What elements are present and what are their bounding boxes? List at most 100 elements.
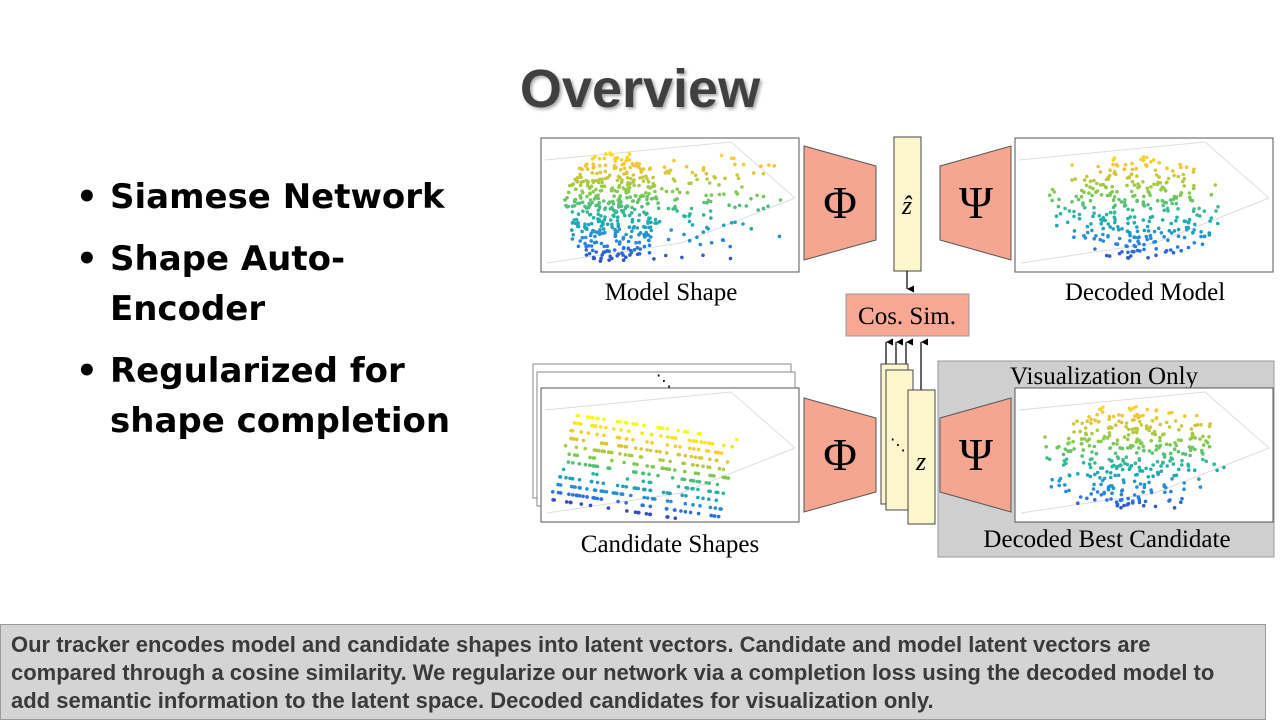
point-cloud-dot: [646, 201, 650, 206]
point-cloud-dot: [1087, 415, 1091, 419]
point-cloud-dot: [1167, 411, 1171, 415]
point-cloud-dot: [1126, 221, 1130, 226]
point-cloud-dot: [1208, 219, 1212, 223]
point-cloud-dot: [1188, 448, 1193, 453]
point-cloud-dot: [1085, 473, 1090, 477]
point-cloud-dot: [644, 191, 648, 195]
point-cloud-dot: [571, 461, 575, 465]
point-cloud-dot: [1088, 457, 1093, 462]
point-cloud-dot: [594, 250, 598, 254]
point-cloud-dot: [1071, 422, 1076, 426]
point-cloud-dot: [683, 501, 688, 506]
point-cloud-dot: [574, 445, 579, 450]
point-cloud-dot: [1199, 234, 1203, 239]
point-cloud-dot: [595, 416, 599, 421]
point-cloud-dot: [1107, 414, 1112, 419]
point-cloud-dot: [1154, 444, 1159, 448]
point-cloud-dot: [1090, 193, 1094, 198]
point-cloud-dot: [601, 199, 606, 203]
point-cloud-dot: [1187, 445, 1192, 449]
point-cloud-dot: [657, 219, 662, 224]
point-cloud-dot: [1159, 231, 1164, 235]
point-cloud-dot: [600, 449, 605, 454]
point-cloud-dot: [1161, 460, 1165, 465]
point-cloud-dot: [1174, 196, 1178, 200]
point-cloud-dot: [1132, 243, 1136, 248]
latent-top: ẑ: [893, 136, 922, 272]
point-cloud-dot: [583, 222, 587, 226]
point-cloud-dot: [1147, 191, 1151, 195]
point-cloud-dot: [1148, 425, 1153, 430]
point-cloud-dot: [1208, 422, 1212, 426]
point-cloud-dot: [634, 240, 638, 245]
point-cloud-dot: [1113, 451, 1118, 456]
point-cloud-dot: [591, 229, 596, 233]
point-cloud-dot: [689, 206, 694, 211]
point-cloud-dot: [576, 244, 581, 249]
point-cloud-dot: [1095, 181, 1099, 186]
point-cloud-dot: [1186, 225, 1191, 230]
point-cloud-dot: [1082, 437, 1087, 441]
point-cloud-dot: [1088, 199, 1093, 203]
decoder-bottom-symbol: Ψ: [959, 429, 993, 480]
point-cloud-dot: [1146, 255, 1150, 260]
point-cloud-dot: [721, 467, 726, 472]
point-cloud-dot: [1115, 438, 1120, 443]
point-cloud-dot: [1135, 437, 1139, 441]
point-cloud-dot: [598, 425, 603, 429]
point-cloud-dot: [632, 486, 636, 490]
point-cloud-dot: [1085, 230, 1090, 235]
point-cloud-dot: [591, 496, 595, 500]
point-cloud-dot: [1142, 482, 1147, 487]
point-cloud-dot: [604, 152, 608, 156]
point-cloud-dot: [1186, 468, 1191, 472]
point-cloud-dot: [598, 170, 603, 175]
point-cloud-dot: [624, 437, 629, 441]
point-cloud-dot: [585, 415, 590, 419]
point-cloud-dot: [1135, 248, 1140, 253]
point-cloud-dot: [680, 477, 684, 482]
point-cloud-dot: [585, 495, 589, 499]
point-cloud-dot: [639, 170, 644, 174]
point-cloud-dot: [1114, 172, 1118, 176]
point-cloud-dot: [1168, 198, 1173, 202]
point-cloud-dot: [721, 443, 726, 448]
point-cloud-dot: [600, 441, 605, 446]
point-cloud-dot: [1111, 205, 1116, 209]
point-cloud-dot: [635, 226, 640, 230]
point-cloud-dot: [621, 484, 625, 489]
point-cloud-dot: [583, 462, 588, 467]
point-cloud-dot: [565, 196, 569, 200]
point-cloud-dot: [591, 416, 595, 420]
point-cloud-dot: [1141, 180, 1145, 184]
point-cloud-dot: [682, 461, 687, 466]
point-cloud-dot: [1085, 174, 1089, 179]
point-cloud-dot: [632, 248, 637, 252]
point-cloud-dot: [616, 252, 621, 256]
point-cloud-dot: [589, 479, 594, 484]
point-cloud-dot: [1125, 244, 1129, 249]
point-cloud-dot: [1098, 237, 1103, 242]
point-cloud-dot: [729, 220, 734, 225]
point-cloud-dot: [580, 189, 584, 193]
point-cloud-dot: [585, 162, 589, 167]
point-cloud-dot: [1076, 197, 1081, 202]
point-cloud-dot: [759, 164, 763, 168]
point-cloud-dot: [1163, 490, 1167, 495]
point-cloud-dot: [1184, 219, 1188, 224]
point-cloud-dot: [1099, 193, 1104, 197]
point-cloud-dot: [715, 458, 719, 463]
point-cloud-dot: [1209, 192, 1214, 197]
point-cloud-dot: [1168, 451, 1173, 456]
point-cloud-dot: [1089, 421, 1093, 426]
point-cloud-dot: [1108, 484, 1113, 488]
point-cloud-dot: [1179, 438, 1183, 443]
candidate-ellipsis: ⋱: [656, 371, 672, 390]
point-cloud-dot: [1088, 185, 1092, 189]
point-cloud-dot: [708, 199, 713, 204]
point-cloud-dot: [1174, 201, 1179, 206]
point-cloud-dot: [639, 447, 643, 451]
point-cloud-dot: [1090, 228, 1094, 233]
point-cloud-dot: [599, 497, 603, 501]
point-cloud-dot: [1072, 229, 1077, 233]
